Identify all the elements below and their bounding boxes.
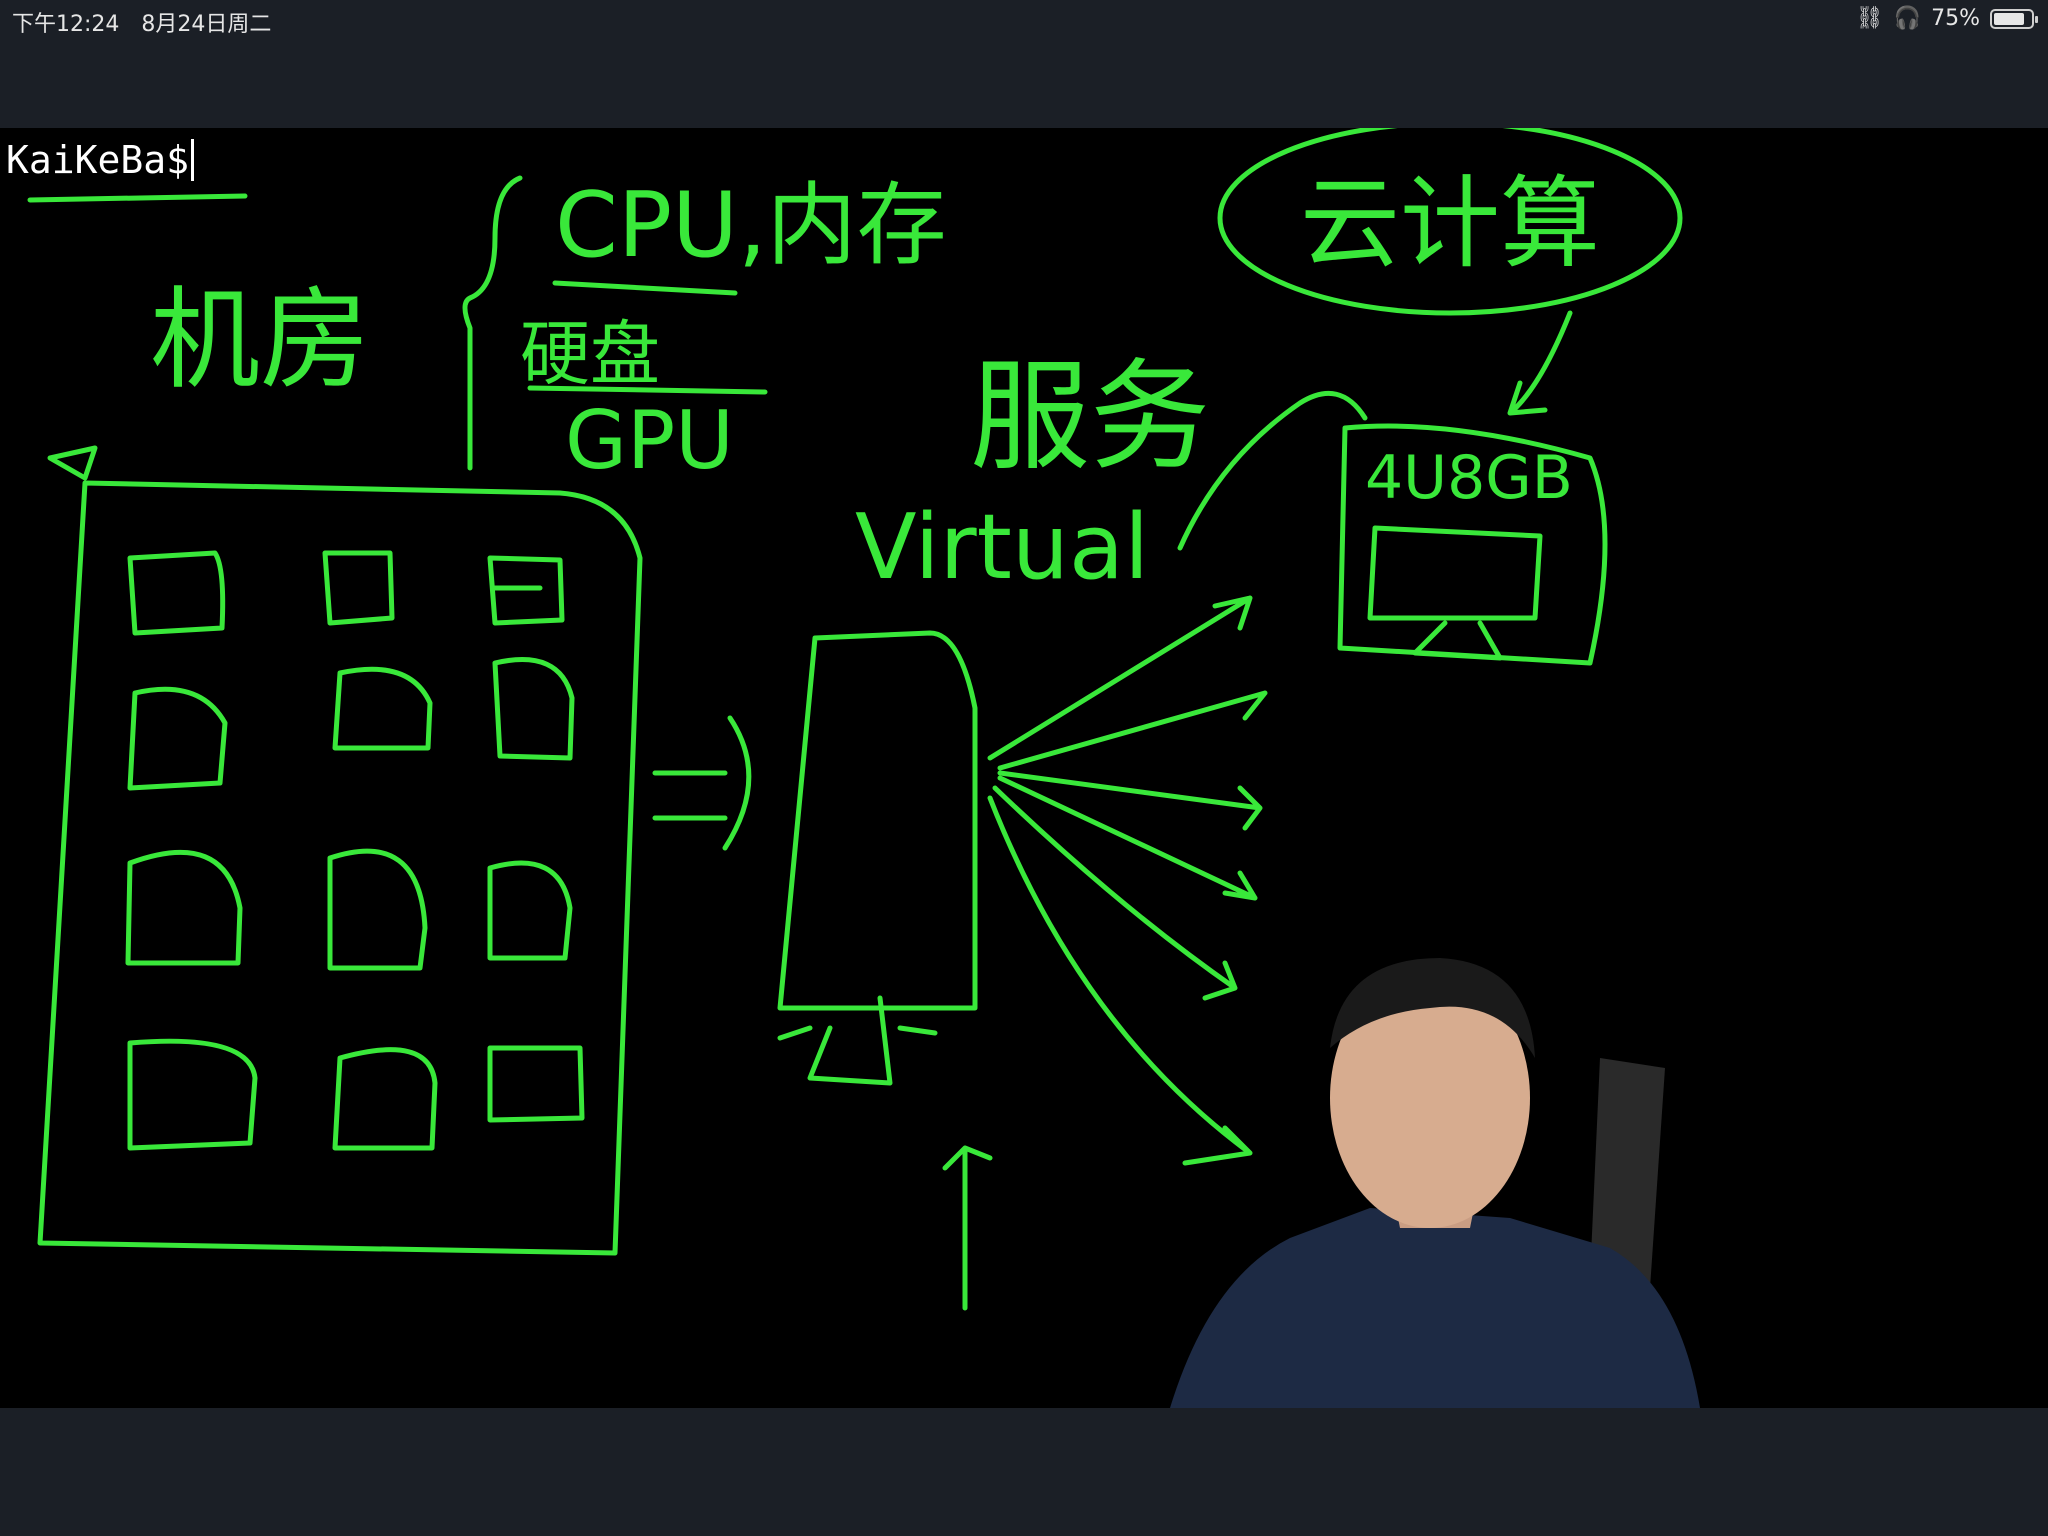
label-virtual: Virtual xyxy=(855,495,1149,600)
equals-arrow xyxy=(652,715,752,851)
server-tower xyxy=(777,630,978,1011)
label-gpu: GPU xyxy=(565,394,734,487)
link-icon: ⛓ xyxy=(1855,6,1884,31)
fan-arrow xyxy=(987,795,1253,1166)
presenter-face xyxy=(1330,968,1530,1228)
rack xyxy=(127,550,226,636)
video-frame[interactable]: KaiKeBa$ 机房 CPU,内存 硬盘 GPU 服务 Virtual 云计算… xyxy=(0,128,2048,1408)
monitor-stand xyxy=(1412,620,1503,661)
status-bar: 下午12:24 8月24日周二 ⛓ 🎧 75% xyxy=(0,0,2048,40)
fan-arrow xyxy=(997,775,1258,901)
rack xyxy=(487,555,565,626)
flag xyxy=(47,445,98,481)
fan-arrow xyxy=(992,785,1238,1001)
rack xyxy=(327,848,428,971)
text-cursor xyxy=(191,139,195,181)
rack xyxy=(487,1045,585,1123)
rack xyxy=(322,550,395,626)
disk-underline xyxy=(527,385,768,395)
whiteboard-drawing: 机房 CPU,内存 硬盘 GPU 服务 Virtual 云计算 4U8GB xyxy=(27,128,1683,1311)
server-base xyxy=(777,995,938,1086)
label-cloud: 云计算 xyxy=(1300,165,1600,282)
status-time: 下午12:24 xyxy=(12,12,120,37)
fan-arrow xyxy=(987,595,1253,761)
label-disk: 硬盘 xyxy=(520,313,660,395)
brace xyxy=(462,175,523,471)
cloud-ellipse xyxy=(1217,128,1683,316)
terminal-prompt: KaiKeBa$ xyxy=(6,138,195,182)
rack xyxy=(492,657,575,761)
cloud-arrow xyxy=(1507,310,1573,416)
presenter-video xyxy=(1170,958,1700,1408)
label-spec: 4U8GB xyxy=(1365,443,1573,513)
presenter-shirt xyxy=(1170,1208,1700,1408)
presenter-hair xyxy=(1330,958,1535,1058)
monitor-screen xyxy=(1367,525,1543,621)
monitor-frame xyxy=(1337,423,1608,666)
headphones-icon: 🎧 xyxy=(1893,6,1922,31)
fan-arrow xyxy=(997,690,1268,771)
building-outline xyxy=(37,480,643,1256)
rack xyxy=(127,1038,258,1151)
prompt-underline xyxy=(27,193,248,203)
connector-curve xyxy=(1177,390,1368,551)
label-service: 服务 xyxy=(970,348,1210,487)
battery-percent: 75% xyxy=(1931,6,1980,31)
rack xyxy=(125,849,243,966)
status-date: 8月24日周二 xyxy=(141,12,272,37)
label-cpu: CPU,内存 xyxy=(555,173,947,278)
fan-arrow xyxy=(997,770,1263,831)
chair-back xyxy=(1590,1058,1665,1288)
rack xyxy=(487,860,573,961)
rack xyxy=(332,666,433,751)
up-arrow xyxy=(942,1145,993,1311)
rack xyxy=(127,686,228,791)
rack xyxy=(332,1047,438,1151)
cpu-underline xyxy=(552,280,738,296)
label-jifang: 机房 xyxy=(150,276,370,404)
battery-icon xyxy=(1990,8,2038,29)
prompt-text: KaiKeBa$ xyxy=(6,138,190,182)
